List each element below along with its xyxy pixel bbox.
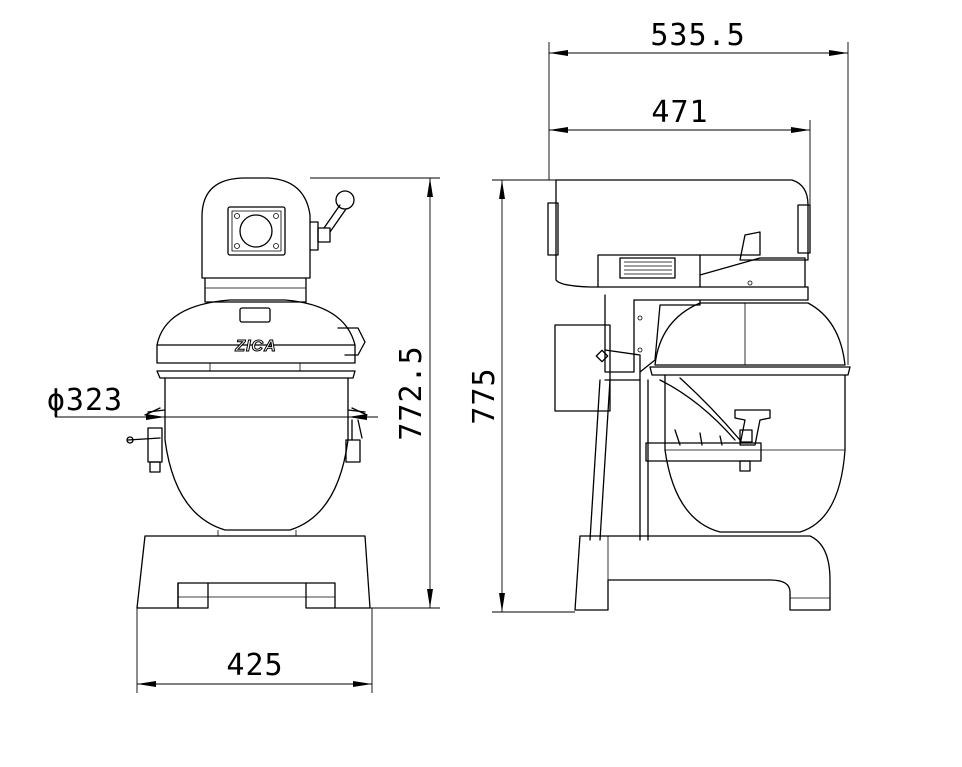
dim-label-side-height: 775 <box>467 367 502 424</box>
side-motor-head <box>547 179 811 301</box>
front-view: ZICA <box>126 177 371 609</box>
dim-label-head-depth: 471 <box>651 95 708 130</box>
front-body: ZICA <box>156 299 366 371</box>
side-bowl <box>645 366 851 533</box>
dimension-side-height: 775 <box>467 179 575 613</box>
side-view <box>547 179 851 611</box>
dimension-overall-depth: 535.5 <box>548 18 849 365</box>
front-base <box>136 535 371 609</box>
dim-label-bowl-diameter: ϕ323 <box>47 383 123 418</box>
dimension-bowl-diameter: ϕ323 <box>47 383 378 420</box>
dimension-annotations: 535.5 471 772.5 775 <box>47 18 849 693</box>
dim-label-front-height: 772.5 <box>394 345 429 440</box>
side-column <box>554 294 701 541</box>
dimension-base-width: 425 <box>136 608 373 693</box>
side-base <box>574 535 831 611</box>
dim-label-overall-depth: 535.5 <box>650 18 745 53</box>
dimension-front-height: 772.5 <box>310 177 440 609</box>
dim-label-base-width: 425 <box>226 648 283 683</box>
dimension-head-depth: 471 <box>549 95 811 205</box>
front-motor-head <box>201 177 355 303</box>
side-body <box>654 280 846 366</box>
front-bowl <box>126 370 368 536</box>
brand-label: ZICA <box>234 338 276 355</box>
